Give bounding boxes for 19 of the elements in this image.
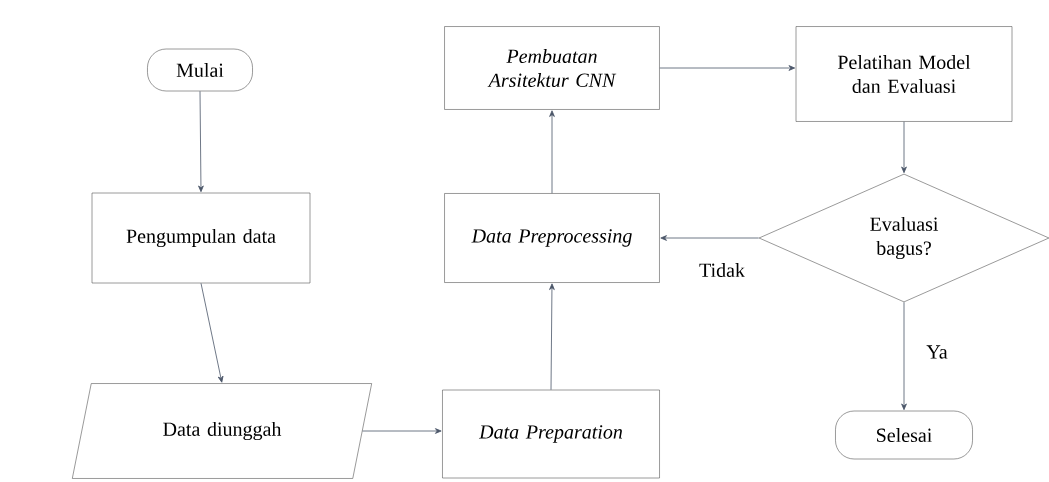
arrow (901, 301, 907, 411)
edge-label: Ya (925, 344, 949, 360)
arrow (549, 283, 555, 391)
arrow (198, 90, 204, 193)
process-box: Pengumpulan data (91, 192, 311, 284)
process-box: Data Preparation (442, 389, 660, 479)
process-box: Data Preprocessing (444, 193, 660, 283)
arrow (660, 235, 760, 241)
process-box: Pembuatan Arsitektur CNN (444, 26, 660, 110)
arrow (200, 282, 224, 383)
start-terminal: Mulai (147, 48, 253, 92)
arrow (549, 110, 555, 194)
process-box: Pelatihan Model dan Evaluasi (795, 26, 1013, 122)
end-terminal: Selesai (835, 410, 973, 460)
arrow (901, 121, 907, 174)
arrow (659, 65, 796, 71)
input-output-parallelogram: Data diunggah (72, 383, 372, 479)
arrow (362, 428, 442, 434)
edge-label: Tidak (697, 261, 747, 279)
